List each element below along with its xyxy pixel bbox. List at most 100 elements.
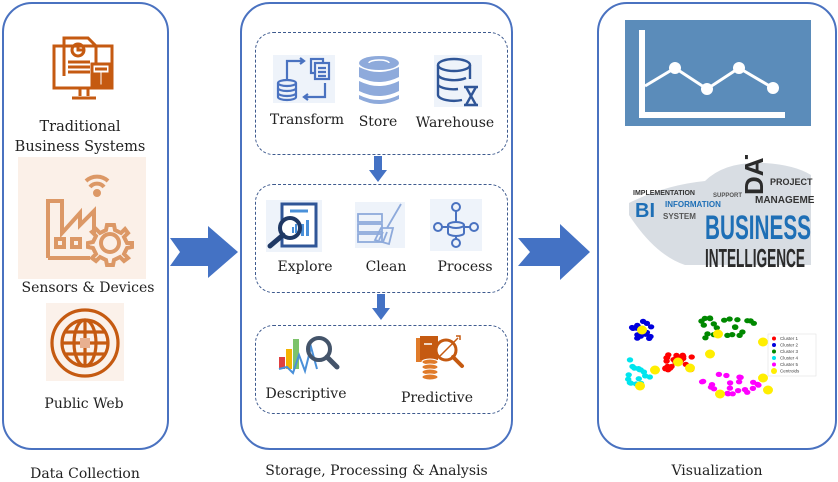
centroid-point [650,365,660,375]
cluster-point [640,369,648,375]
legend-label: Cluster 4 [780,356,799,361]
cluster-point [749,385,757,391]
clean-label: Clean [365,259,407,275]
cluster-point [625,372,632,378]
label-line-1: Traditional [39,119,121,135]
cluster-point [663,355,671,361]
cluster-point [698,379,706,385]
cluster-point [734,317,741,323]
database-stack-icon [359,56,399,104]
legend-label: Cluster 3 [780,349,799,354]
bar-chart-magnifier-icon [278,336,340,375]
cluster-point [729,391,736,397]
cluster-point [737,374,744,380]
centroid-point [637,325,647,335]
flow-arrow-down-icon [372,294,390,320]
wordcloud-word-project: PROJECT [770,177,813,187]
wordcloud-word-management: MANAGEMENT [755,195,815,206]
sensors-devices-label: Sensors & Devices [21,280,155,296]
cluster-point [721,317,728,323]
database-hourglass-icon [434,55,482,107]
cluster-point [647,324,655,330]
cluster-point [629,363,636,370]
cluster-point [735,379,743,385]
cluster-point [715,371,723,377]
cluster-point [704,331,711,337]
factory-wifi-gear-icon [46,174,134,267]
cluster-point [734,388,742,394]
label-line-2: Business Systems [14,139,146,155]
database-network-icon [430,199,482,251]
wordcloud-word-system: SYSTEM [663,212,696,221]
cluster-point [726,316,733,322]
legend-marker [772,343,776,347]
cluster-point [710,386,718,392]
storage-processing-analysis-caption: Storage, Processing & Analysis [265,463,488,479]
cluster-point [673,352,680,358]
centroid-point [758,337,768,347]
flow-arrow-right-icon [518,224,590,280]
analysis-group [255,325,508,414]
cluster-point [729,332,736,338]
data-collection-caption: Data Collection [30,466,140,482]
descriptive-label: Descriptive [265,386,347,402]
cluster-point [732,324,739,330]
centroid-point [705,349,715,359]
cluster-point [700,322,707,328]
centroid-point [758,373,768,383]
cluster-point [626,357,634,363]
wordcloud-word-business: BUSINESS [705,209,811,247]
legend-marker [772,349,776,354]
legend-marker [771,368,777,374]
cluster-point [754,381,761,387]
legend-marker [772,356,776,360]
cluster-point [706,315,714,321]
cluster-point [736,332,743,338]
centroid-point [673,357,683,367]
cluster-point [667,365,674,371]
cluster-point [710,321,717,327]
cluster-point [688,354,695,360]
traditional-business-systems-label: Traditional Business Systems [15,117,146,157]
cluster-point [741,387,749,393]
wordcloud-word-data: DATA [739,155,769,195]
cluster-point [627,380,635,386]
document-coins-magnifier-icon [416,335,464,381]
legend-marker [772,362,776,367]
cluster-point [702,335,709,341]
predictive-label: Predictive [401,390,473,406]
public-web-label: Public Web [44,396,124,412]
wordcloud-word-information: INFORMATION [665,200,721,209]
wordcloud-word-support: SUPPORT [713,193,742,199]
explore-label: Explore [277,259,333,275]
cluster-point [713,325,720,331]
line-chart-icon [625,20,811,126]
cluster-point [724,332,731,338]
legend-marker [772,336,776,341]
computer-report-calculator-icon [52,36,114,100]
store-label: Store [358,114,398,130]
transform-label: Transform [269,112,345,128]
visualization-caption: Visualization [671,463,763,479]
broom-server-icon [355,202,405,248]
cluster-legend [767,333,817,377]
cluster-point [723,372,730,379]
centroid-point [715,389,725,399]
centroid-point [763,385,773,395]
legend-label: Centroids [780,369,800,374]
processing-group [255,184,508,293]
legend-label: Cluster 5 [780,362,799,367]
centroid-point [635,381,645,391]
flow-arrow-down-icon [369,156,387,182]
process-label: Process [437,259,493,275]
centroid-point [713,329,723,339]
cluster-point [701,315,709,321]
legend-label: Cluster 2 [780,343,799,348]
wordcloud-word-bi: BI [635,200,655,222]
wordcloud-word-implementation: IMPLEMENTATION [633,190,695,197]
cluster-point [662,366,669,372]
magnifier-report-icon [266,200,322,252]
cluster-point [744,318,751,324]
globe-icon [50,308,120,378]
